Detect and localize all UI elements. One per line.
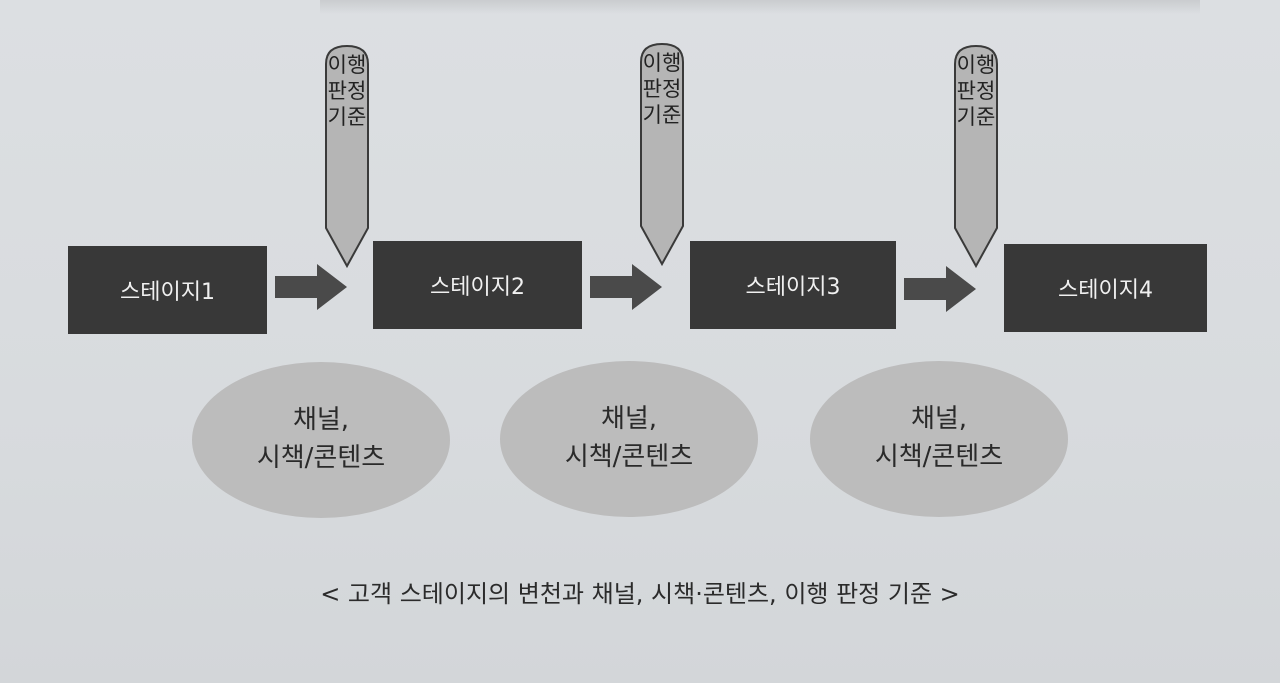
tag-word: 이행: [956, 53, 996, 77]
tag-word: 기준: [956, 105, 996, 130]
channel-policy-ellipse-2: 채널, 시책/콘텐츠: [500, 361, 758, 517]
tag-word: 이행: [327, 53, 367, 77]
criterion-tag-2: 이행 판정 기준: [635, 40, 689, 268]
criterion-tag-1: 이행 판정 기준: [320, 42, 374, 270]
tag-word: 기준: [327, 105, 367, 130]
top-edge-shadow: [320, 0, 1200, 14]
stage-box-1: 스테이지1: [68, 246, 267, 334]
ellipse-line-1: 채널,: [292, 405, 350, 436]
channel-policy-ellipse-3: 채널, 시책/콘텐츠: [810, 361, 1068, 517]
stage-label: 스테이지4: [1058, 278, 1153, 303]
tag-word: 판정: [327, 79, 367, 104]
tag-word: 기준: [642, 103, 682, 128]
arrow-right-icon: [590, 264, 662, 310]
arrow-right-icon: [275, 264, 347, 310]
tag-word: 이행: [642, 51, 682, 75]
ellipse-line-2: 시책/콘텐츠: [256, 443, 386, 473]
arrow-right-icon: [904, 266, 976, 312]
tag-word: 판정: [956, 79, 996, 104]
ellipse-line-2: 시책/콘텐츠: [874, 442, 1004, 472]
tag-word: 판정: [642, 77, 682, 102]
channel-policy-ellipse-1: 채널, 시책/콘텐츠: [192, 362, 450, 518]
ellipse-line-1: 채널,: [600, 404, 658, 435]
stage-box-3: 스테이지3: [690, 241, 896, 329]
ellipse-line-1: 채널,: [910, 404, 968, 435]
criterion-tag-3: 이행 판정 기준: [949, 42, 1003, 270]
figure-caption: < 고객 스테이지의 변천과 채널, 시책·콘텐츠, 이행 판정 기준 >: [320, 580, 960, 608]
stage-label: 스테이지1: [120, 280, 215, 305]
stage-box-4: 스테이지4: [1004, 244, 1207, 332]
stage-label: 스테이지2: [430, 275, 525, 300]
stage-box-2: 스테이지2: [373, 241, 582, 329]
ellipse-line-2: 시책/콘텐츠: [564, 442, 694, 472]
stage-label: 스테이지3: [745, 275, 841, 300]
